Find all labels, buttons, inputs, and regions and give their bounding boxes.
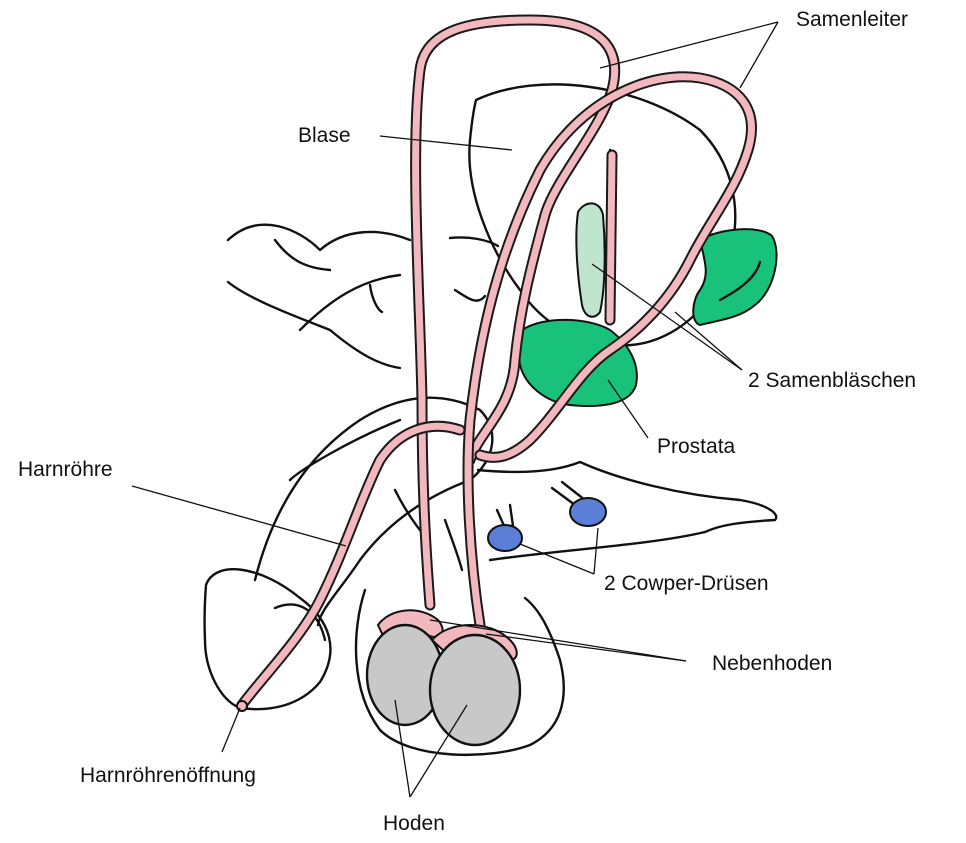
label-nebenhoden: Nebenhoden [712, 652, 832, 675]
urethral-opening [237, 701, 247, 711]
label-samenblaeschen: 2 Samenbläschen [748, 369, 916, 392]
label-hoden: Hoden [383, 812, 445, 835]
label-harnroehrenoeffnung: Harnröhrenöffnung [80, 764, 256, 787]
cowper-gland-left [488, 525, 522, 551]
testis-right [430, 635, 520, 745]
cowper-glands [488, 482, 606, 551]
label-cowper: 2 Cowper-Drüsen [604, 572, 769, 595]
label-samenleiter: Samenleiter [796, 8, 908, 31]
label-blase: Blase [298, 124, 351, 147]
cowper-gland-right [570, 498, 606, 526]
label-harnroehre: Harnröhre [18, 458, 113, 481]
seminal-vesicle-right [693, 229, 776, 325]
label-prostata: Prostata [657, 435, 736, 458]
prostate [519, 320, 637, 406]
seminal-vesicle-left [576, 203, 604, 316]
